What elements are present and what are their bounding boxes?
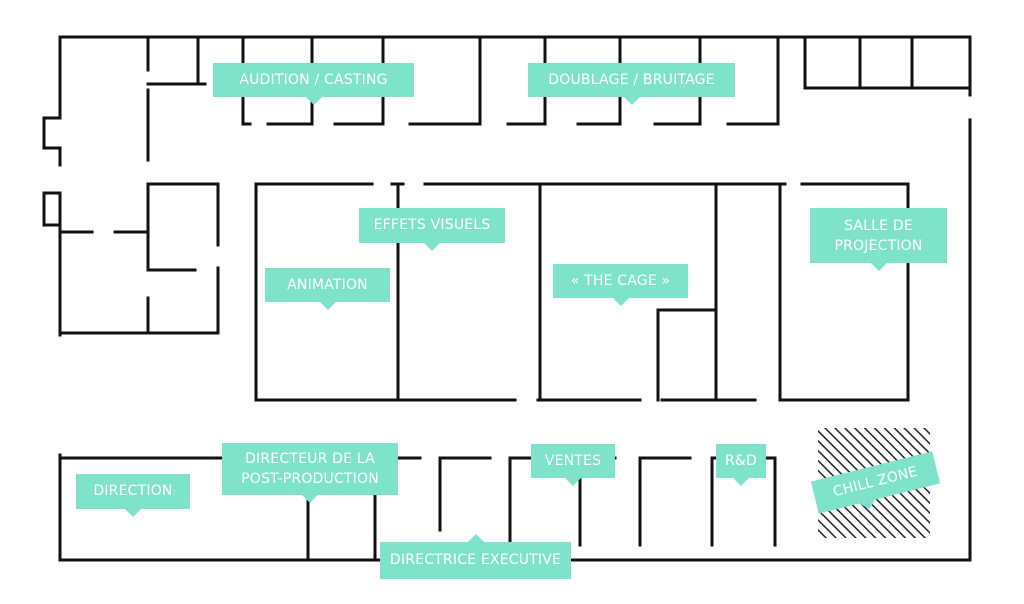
label-direction: DIRECTION	[76, 474, 190, 509]
label-the-cage: « THE CAGE »	[553, 264, 688, 298]
label-ventes: VENTES	[531, 444, 615, 478]
label-r-and-d: R&D	[716, 444, 766, 478]
label-directeur-post-production: DIRECTEUR DE LA POST-PRODUCTION	[222, 443, 398, 495]
label-doublage-bruitage: DOUBLAGE / BRUITAGE	[528, 63, 735, 97]
label-animation: ANIMATION	[265, 268, 390, 302]
label-salle-de-projection: SALLE DE PROJECTION	[810, 208, 947, 263]
label-effets-visuels: EFFETS VISUELS	[359, 208, 505, 243]
label-directrice-executive: DIRECTRICE EXECUTIVE	[380, 542, 571, 579]
label-audition-casting: AUDITION / CASTING	[213, 63, 414, 97]
